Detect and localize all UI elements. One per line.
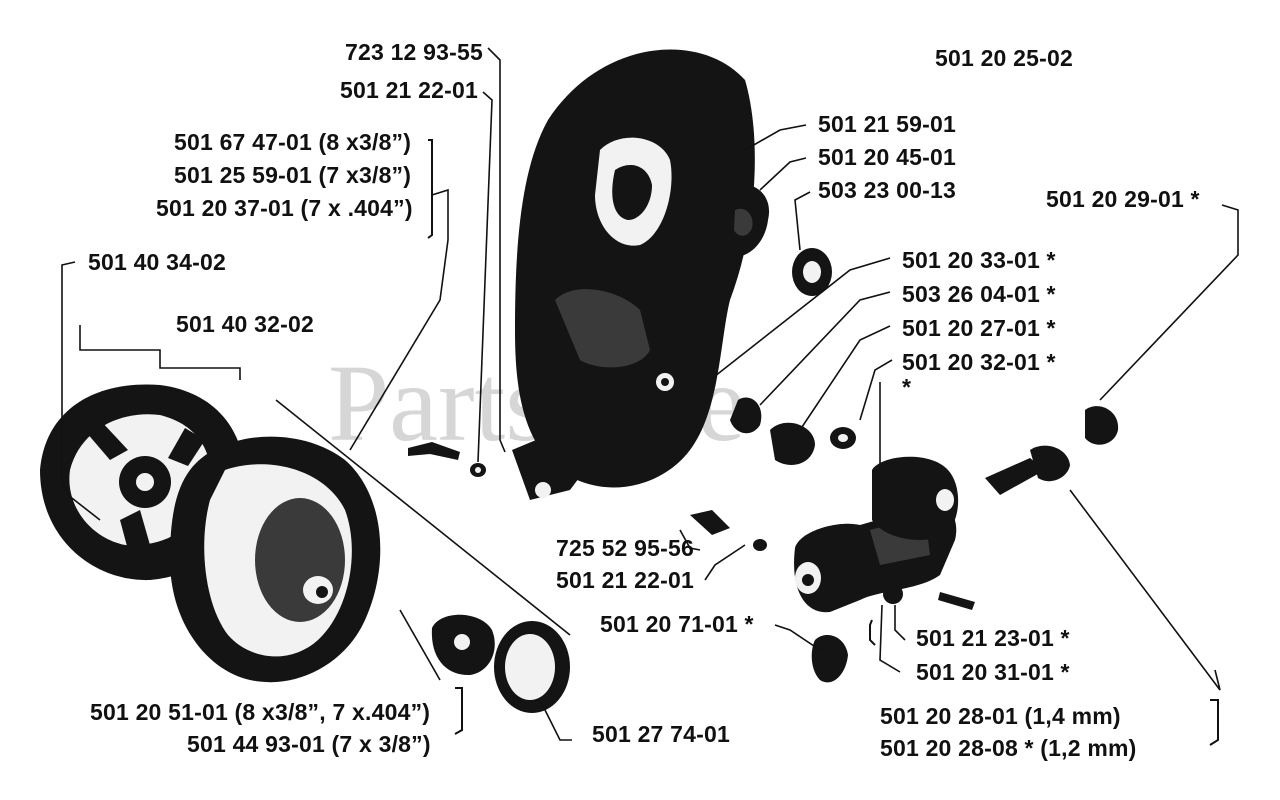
part-label-501-20-37-01: 501 20 37-01 (7 x .404”) [156,195,413,221]
rim-ring [494,621,570,713]
part-label-501-20-29-01: 501 20 29-01 * [1046,186,1200,212]
pump-small-parts [690,397,975,683]
part-label-501-20-32-01: 501 20 32-01 * [902,349,1056,375]
part-label-501-21-59-01: 501 21 59-01 [818,111,956,137]
pump-piston [985,406,1119,495]
part-label-501-20-45-01: 501 20 45-01 [818,144,956,170]
part-label-503-23-00-13: 503 23 00-13 [818,177,956,203]
part-label-star: * [902,374,911,400]
part-label-501-40-34-02: 501 40 34-02 [88,249,226,275]
label-brackets [427,139,1219,746]
part-label-503-26-04-01: 503 26 04-01 * [902,281,1056,307]
part-label-723-12-93-55: 723 12 93-55 [345,39,483,65]
part-label-501-20-33-01: 501 20 33-01 * [902,247,1056,273]
part-label-501-20-51-01: 501 20 51-01 (8 x3/8”, 7 x.404”) [90,699,430,725]
leader-lines [61,47,1239,741]
part-label-501-21-23-01: 501 21 23-01 * [916,625,1070,651]
part-label-725-52-95-56: 725 52 95-56 [556,535,694,561]
part-label-501-21-22-01-mid: 501 21 22-01 [556,567,694,593]
part-label-501-67-47-01: 501 67 47-01 (8 x3/8”) [174,129,411,155]
sprocket-wheel [515,49,755,488]
part-label-501-21-22-01-top: 501 21 22-01 [340,77,478,103]
part-labels: 723 12 93-55 501 21 22-01 501 67 47-01 (… [88,39,1200,761]
part-label-501-20-25-02: 501 20 25-02 [935,45,1073,71]
part-label-501-20-28-08: 501 20 28-08 * (1,2 mm) [880,735,1136,761]
part-label-501-25-59-01: 501 25 59-01 (7 x3/8”) [174,162,411,188]
pump-cylinder [872,456,959,540]
washer-part [792,248,832,296]
part-label-501-27-74-01: 501 27 74-01 [592,721,730,747]
part-label-501-20-71-01: 501 20 71-01 * [600,611,754,637]
part-label-501-40-32-02: 501 40 32-02 [176,311,314,337]
guide-bolt [408,442,486,477]
needle-bearing [431,614,495,676]
part-label-501-20-28-01: 501 20 28-01 (1,4 mm) [880,703,1121,729]
part-label-501-44-93-01: 501 44 93-01 (7 x 3/8”) [187,731,431,757]
clutch-drum [170,436,381,683]
drive-sprocket [713,184,770,257]
part-label-501-20-27-01: 501 20 27-01 * [902,315,1056,341]
part-label-501-20-31-01: 501 20 31-01 * [916,659,1070,685]
bearing-bracket [512,430,600,500]
